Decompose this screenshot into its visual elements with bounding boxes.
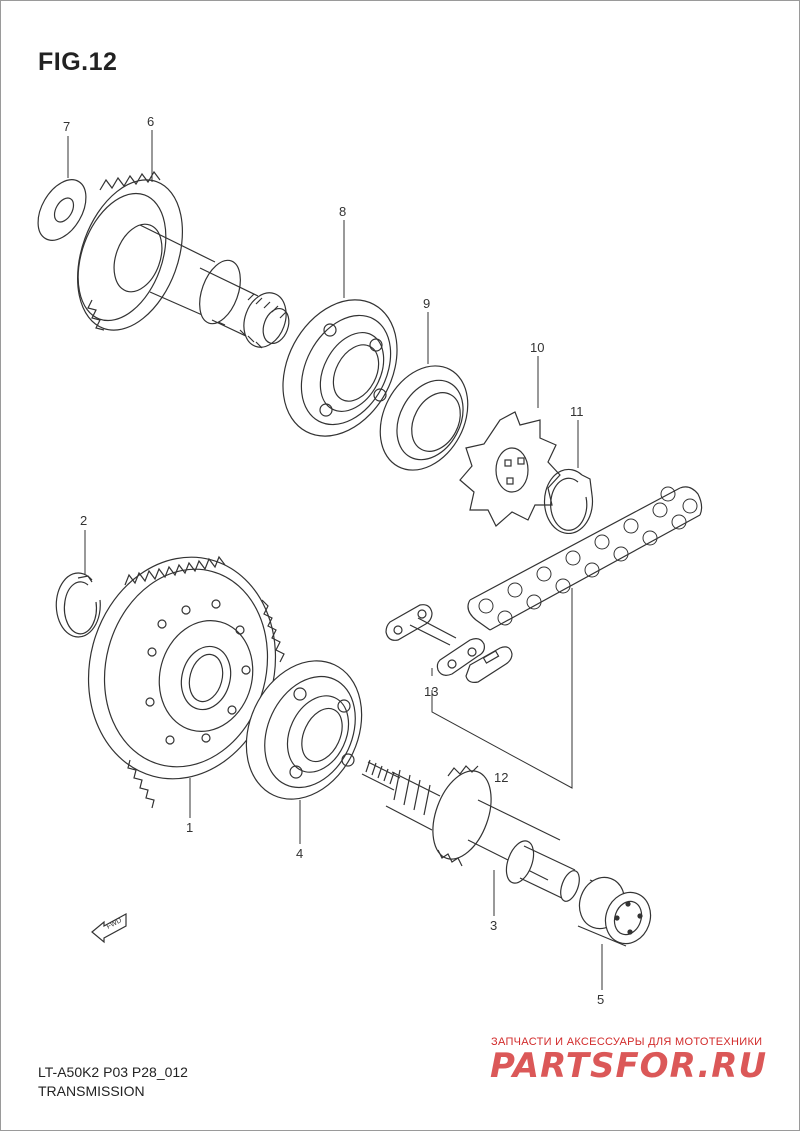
callout-6: 6 [147,114,154,129]
leader-lines [67,130,603,990]
figure-title: FIG.12 [38,48,118,76]
part-4-bearing[interactable] [225,642,384,818]
part-7-washer[interactable] [28,171,96,248]
part-13-master-link[interactable] [385,604,513,683]
section-name: TRANSMISSION [38,1083,145,1099]
part-10-sprocket[interactable] [459,411,561,527]
callout-5: 5 [597,992,604,1007]
watermark-logo: PARTSFOR.RU [490,1046,768,1086]
part-11-circlip[interactable] [543,468,594,535]
callout-4: 4 [296,846,303,861]
callout-10: 10 [530,340,544,355]
callout-2: 2 [80,513,87,528]
part-6-countershaft-gear[interactable] [58,165,293,353]
forward-direction-arrow: FWD [91,912,127,944]
callout-1: 1 [186,820,193,835]
callout-7: 7 [63,119,70,134]
callout-3: 3 [490,918,497,933]
callout-8: 8 [339,204,346,219]
part-8-bearing[interactable] [260,280,419,456]
part-9-oil-seal[interactable] [363,351,485,486]
callout-13: 13 [424,684,438,699]
part-1-driven-gear[interactable] [64,536,300,809]
part-2-snap-ring[interactable] [55,572,101,638]
callout-9: 9 [423,296,430,311]
watermark-tagline: ЗАПЧАСТИ И АКСЕССУАРЫ ДЛЯ МОТОТЕХНИКИ [491,1036,763,1048]
part-3-drive-shaft[interactable] [361,759,583,904]
callout-numbers: 7 6 8 9 10 11 2 1 4 3 5 13 12 [63,114,604,1007]
diagram-code: LT-A50K2 P03 P28_012 [38,1064,188,1080]
part-12-drive-chain[interactable] [467,486,703,631]
part-5-needle-bearing[interactable] [572,871,657,950]
callout-12: 12 [494,770,508,785]
callout-11: 11 [570,404,584,419]
